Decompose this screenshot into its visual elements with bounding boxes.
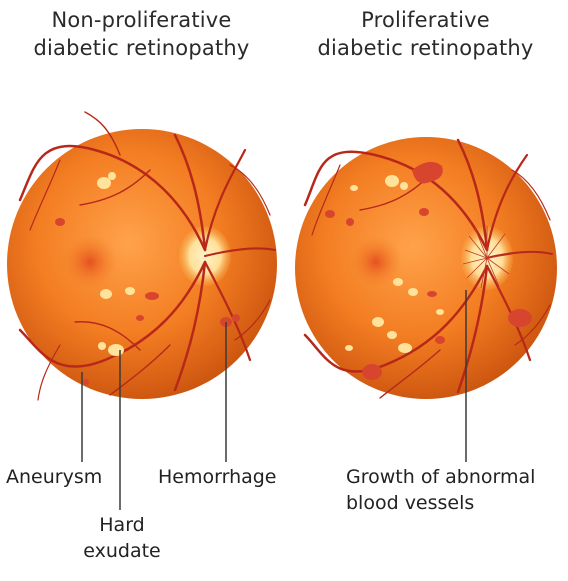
label-aneurysm: Aneurysm <box>6 464 102 490</box>
macula-left <box>62 234 118 290</box>
retina-left <box>7 112 277 400</box>
label-hemorrhage: Hemorrhage <box>158 464 277 490</box>
label-abnormal-vessels: Growth of abnormal blood vessels <box>346 464 535 516</box>
aneurysm-marked <box>83 379 89 385</box>
label-hard-exudate: Hard exudate <box>82 512 162 564</box>
retina-right <box>295 137 557 399</box>
hard-exudate-marked <box>108 344 124 356</box>
